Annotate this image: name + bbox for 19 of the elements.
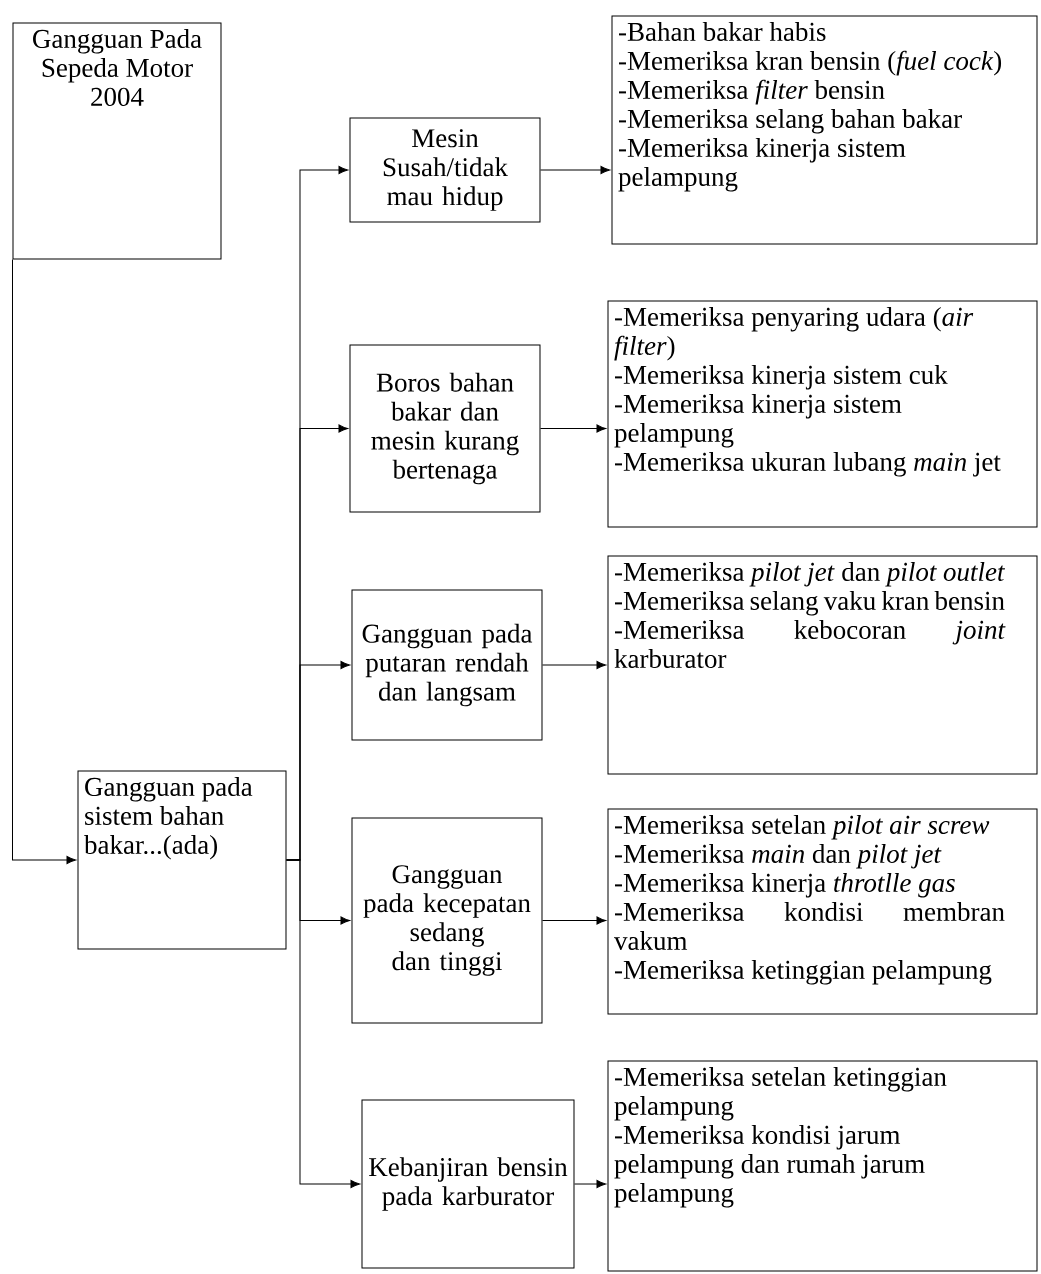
arrow <box>542 916 607 925</box>
arrow <box>540 165 611 175</box>
checklist-box: -Memeriksa setelan ketinggian pelampung -Memeriksa kondisi jarum pelampung dan rumah jarum pelampung <box>607 1060 1038 1272</box>
checklist-box: -Memeriksa setelan pilot air screw -Memeriksa main dan pilot jet -Memeriksa kinerja throtlle gas -Memeriksa kondisi membran vakum -Memeriksa ketinggian pelampung <box>607 808 1038 1015</box>
arrow <box>12 259 77 865</box>
process-box: Gangguan pada sistem bahan bakar...(ada) <box>77 770 287 950</box>
title-box: Gangguan Pada Sepeda Motor 2004 <box>12 22 222 260</box>
process-box: Mesin Susah/tidak mau hidup <box>349 117 541 223</box>
process-box: Gangguan pada kecepatan sedang dan tinggi <box>351 817 543 1024</box>
checklist-box: -Bahan bakar habis -Memeriksa kran bensin (fuel cock) -Memeriksa filter bensin -Memeriksa selang bahan bakar -Memeriksa kinerja sistem pelampung <box>611 15 1038 245</box>
arrow <box>542 660 607 670</box>
arrow <box>574 1179 607 1189</box>
checklist-box: -Memeriksa pilot jet dan pilot outlet -Memeriksa selang vaku kran bensin -Memeriksa kebocoran joint karburator <box>607 555 1038 775</box>
arrow <box>540 424 607 433</box>
process-box: Kebanjiran bensin pada karburator <box>361 1099 575 1269</box>
process-box: Boros bahan bakar dan mesin kurang bertenaga <box>349 344 541 513</box>
checklist-box: -Memeriksa penyaring udara (air filter) -Memeriksa kinerja sistem cuk -Memeriksa kinerja sistem pelampung -Memeriksa ukuran lubang main jet <box>607 300 1038 528</box>
process-box: Gangguan pada putaran rendah dan langsam <box>351 589 543 741</box>
arrow <box>286 859 361 1189</box>
